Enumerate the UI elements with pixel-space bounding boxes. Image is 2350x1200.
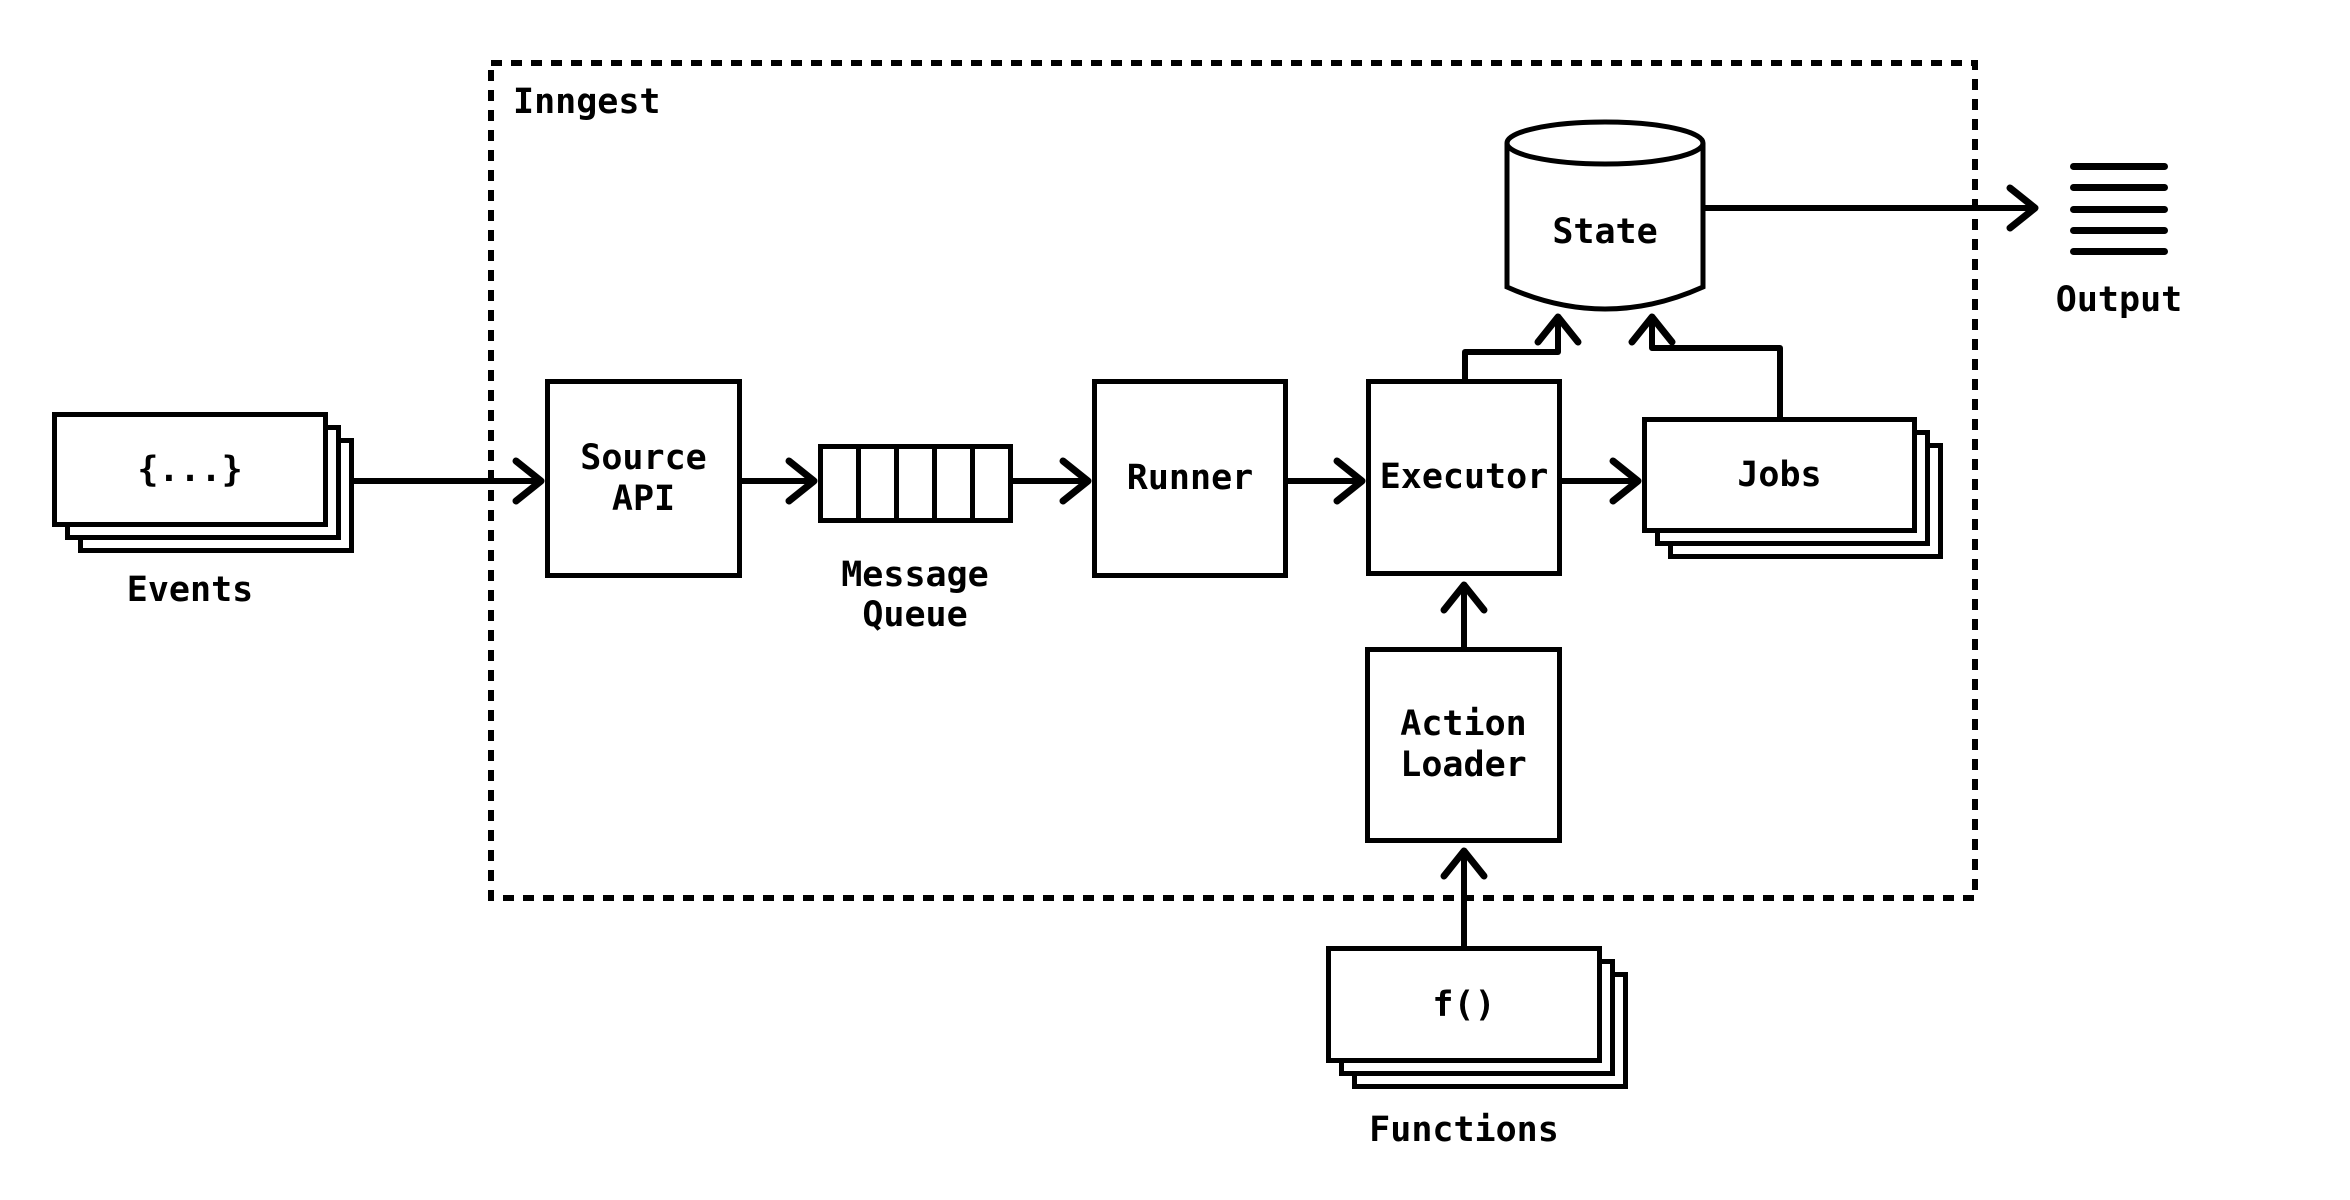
executor-node: Executor <box>1366 379 1562 576</box>
functions-card: f() <box>1326 946 1602 1063</box>
state-label: State <box>1552 212 1658 252</box>
output-line <box>2070 226 2168 234</box>
functions-caption: Functions <box>1369 1110 1559 1150</box>
queue-cell <box>861 449 899 518</box>
inngest-container-label: Inngest <box>513 82 661 122</box>
state-database-top-icon <box>1504 119 1706 167</box>
queue-cell <box>899 449 937 518</box>
output-line <box>2070 205 2168 213</box>
output-line <box>2070 163 2168 170</box>
state-database-icon <box>1504 143 1706 312</box>
action-loader-node: Action Loader <box>1365 647 1562 843</box>
queue-cell <box>823 449 861 518</box>
output-line <box>2070 184 2168 192</box>
queue-cell <box>937 449 975 518</box>
message-queue-icon <box>818 444 1013 523</box>
events-caption: Events <box>126 570 254 610</box>
output-lines-icon <box>2070 163 2168 255</box>
output-caption: Output <box>2055 280 2183 320</box>
arrow-jobs-to-state <box>1628 313 1783 418</box>
output-line <box>2070 248 2168 255</box>
events-stack: {...} <box>52 412 354 553</box>
jobs-stack: Jobs <box>1642 417 1943 559</box>
events-card: {...} <box>52 412 328 527</box>
source-api-node: Source API <box>545 379 742 578</box>
functions-stack: f() <box>1326 946 1628 1089</box>
queue-cell <box>975 449 1008 518</box>
jobs-card: Jobs <box>1642 417 1917 533</box>
message-queue-caption: Message Queue <box>841 555 989 636</box>
arrow-executor-to-state <box>1462 313 1582 379</box>
runner-node: Runner <box>1092 379 1288 578</box>
